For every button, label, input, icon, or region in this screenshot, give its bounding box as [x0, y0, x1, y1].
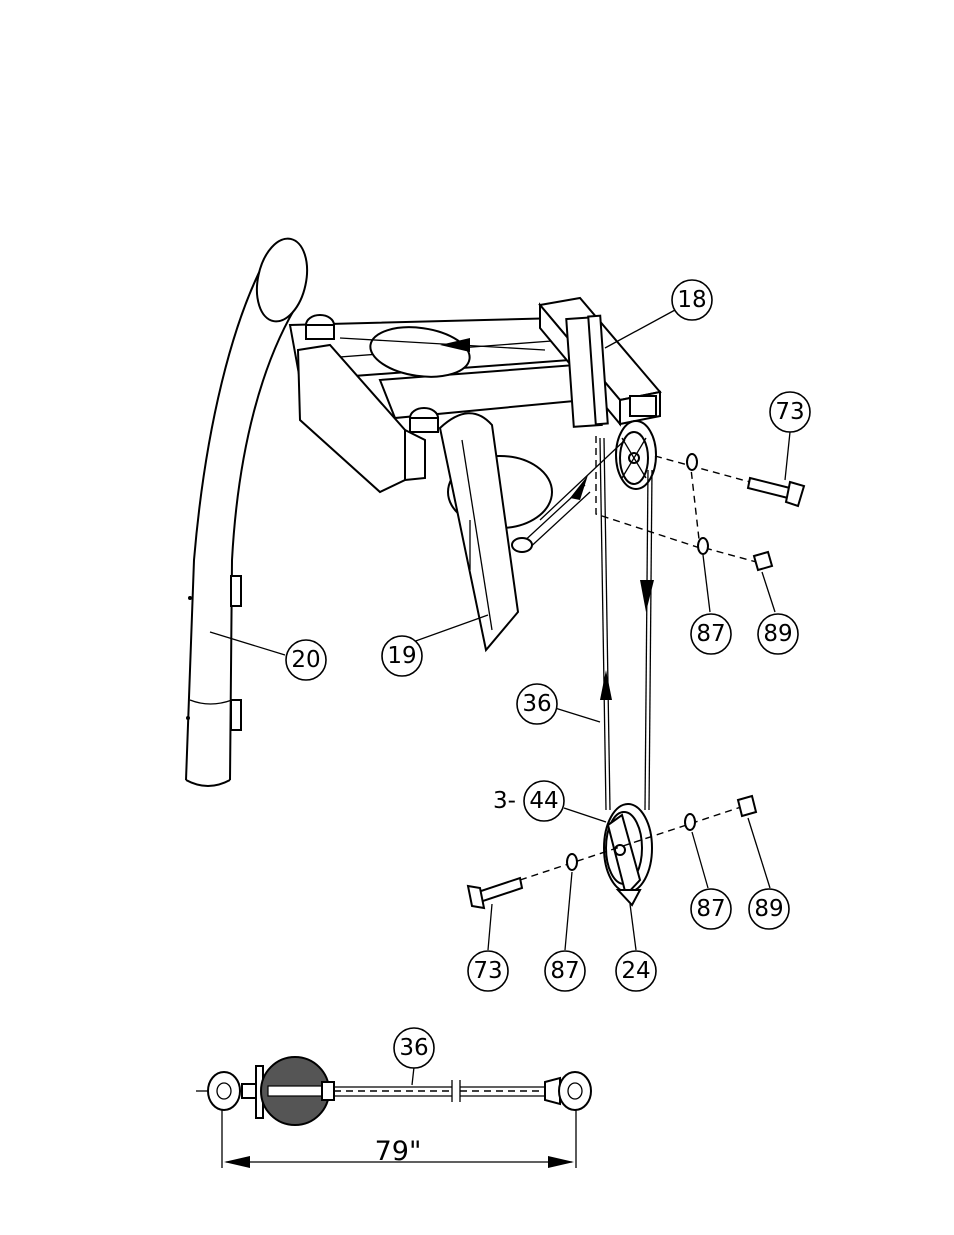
- washer-87-lower: [567, 854, 577, 870]
- callout-36-detail: 36: [394, 1028, 434, 1068]
- callout-19-label: 19: [387, 643, 416, 669]
- callout-36-detail-label: 36: [399, 1035, 428, 1061]
- callout-36-cable-label: 36: [522, 691, 551, 717]
- callout-89-top-label: 89: [763, 621, 792, 647]
- cable-36-detail: [196, 1057, 591, 1125]
- washer-87-upper-b: [698, 538, 708, 554]
- callout-87-bottom-right: 87: [691, 889, 731, 929]
- cable-end-eye-right: [559, 1072, 591, 1110]
- cable-end-eye-left: [208, 1072, 240, 1110]
- nut-89-upper: [754, 552, 772, 570]
- washer-87-upper-a: [687, 454, 697, 470]
- callout-87-bottom-right-label: 87: [696, 896, 725, 922]
- bolt-73-lower: [478, 878, 522, 902]
- upper-cable-pulley: [616, 421, 656, 489]
- callout-19: 19: [382, 636, 422, 676]
- callout-87-bottom: 87: [545, 951, 585, 991]
- nut-89-lower: [738, 796, 756, 816]
- callout-36-cable: 36: [517, 684, 557, 724]
- callout-18-label: 18: [677, 287, 706, 313]
- washer-87-lower-right: [685, 814, 695, 830]
- callout-24-label: 24: [621, 958, 650, 984]
- callout-73-top-label: 73: [775, 399, 804, 425]
- dimension-label: 79": [375, 1136, 422, 1167]
- callout-44-prefix: 3-: [493, 788, 516, 814]
- callout-87-top-label: 87: [696, 621, 725, 647]
- part-19-arm-bracket: [290, 315, 590, 650]
- callout-87-top: 87: [691, 614, 731, 654]
- callout-73-bottom-label: 73: [473, 958, 502, 984]
- callout-73-bottom: 73: [468, 951, 508, 991]
- callout-89-bottom-label: 89: [754, 896, 783, 922]
- part-24-lower-pulley: [604, 804, 652, 905]
- callout-18: 18: [672, 280, 712, 320]
- cable-up-arrow: [600, 670, 612, 700]
- part-20-curved-upright: [186, 234, 314, 786]
- cable-down-arrow: [640, 580, 654, 612]
- callout-44: 3- 44: [493, 781, 564, 821]
- part-36-cable-vertical: [600, 438, 654, 810]
- callout-73-top: 73: [770, 392, 810, 432]
- callout-20-label: 20: [291, 647, 320, 673]
- callout-24: 24: [616, 951, 656, 991]
- callout-89-top: 89: [758, 614, 798, 654]
- callout-44-label: 44: [529, 788, 558, 814]
- callout-89-bottom: 89: [749, 889, 789, 929]
- callout-20: 20: [286, 640, 326, 680]
- callout-87-bottom-label: 87: [550, 958, 579, 984]
- bolt-73-upper: [748, 478, 790, 498]
- part-18-pulley-bracket: [540, 298, 660, 427]
